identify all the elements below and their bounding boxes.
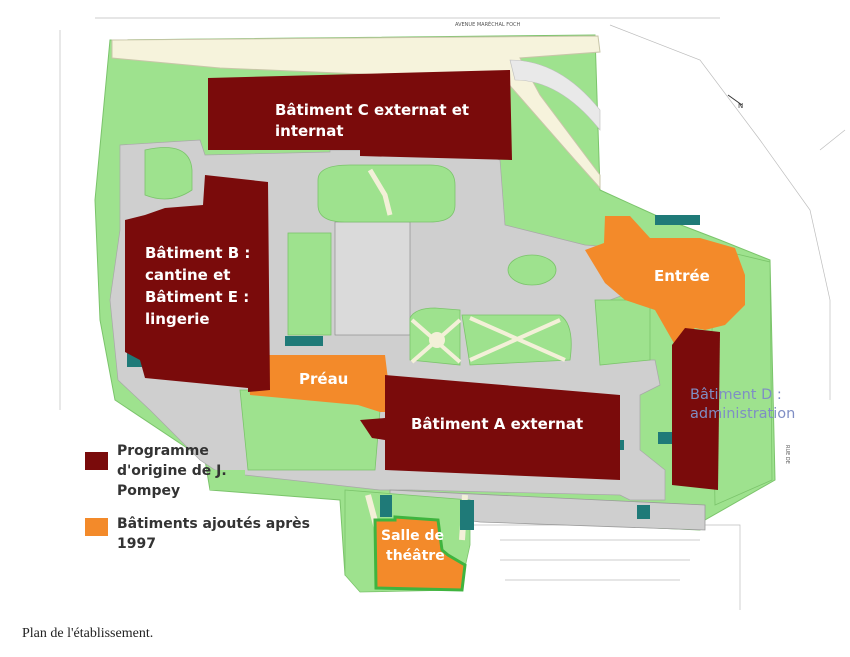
- label-batiment-b-1: Bâtiment B :: [145, 244, 251, 262]
- green-strip-left: [287, 232, 332, 336]
- green-bottom-left2: [210, 470, 245, 490]
- label-preau: Préau: [299, 370, 349, 388]
- building-b: [125, 175, 270, 392]
- label-batiment-e-2: lingerie: [145, 310, 210, 328]
- building-d: [672, 328, 720, 490]
- legend-original-line1: Programme: [117, 443, 209, 459]
- label-batiment-a: Bâtiment A externat: [411, 415, 584, 433]
- figure-caption: Plan de l'établissement.: [22, 626, 154, 641]
- legend-added-line1: Bâtiments ajoutés après: [117, 516, 310, 532]
- building-entree: [585, 216, 745, 345]
- label-salle-theatre-2: théâtre: [386, 548, 445, 564]
- site-plan-map: N AVENUE MARÉCHAL FOCH RUE DE Bâtiment C…: [59, 17, 846, 610]
- green-blob-mid: [507, 254, 557, 286]
- label-salle-theatre-1: Salle de: [381, 528, 445, 544]
- site-plan-drawing: N: [59, 17, 846, 610]
- building-c: [208, 70, 512, 160]
- label-batiment-b-2: cantine et: [145, 266, 231, 284]
- label-batiment-c: Bâtiment C externat et internat: [275, 101, 470, 140]
- green-right-court: [594, 299, 651, 366]
- building-salle-theatre: [373, 515, 467, 592]
- path-diagonal: [367, 168, 393, 216]
- north-arrow-icon: N: [727, 94, 743, 110]
- green-bean-left: [144, 147, 193, 200]
- legend-swatch-added: [85, 518, 108, 536]
- building-a: [360, 375, 620, 480]
- legend-added-line2: 1997: [117, 536, 156, 552]
- top-road-curve: [509, 59, 601, 131]
- label-batiment-e-1: Bâtiment E :: [145, 288, 250, 306]
- label-entree: Entrée: [654, 267, 710, 285]
- central-court: [334, 221, 411, 336]
- svg-text:N: N: [738, 102, 743, 110]
- legend-original-line2: d'origine de J.: [117, 463, 227, 479]
- street-label-right: RUE DE: [784, 445, 790, 464]
- legend-swatch-original: [85, 452, 108, 470]
- building-preau: [248, 355, 392, 412]
- street-label-top: AVENUE MARÉCHAL FOCH: [455, 22, 521, 28]
- label-batiment-d-2: administration: [690, 406, 796, 422]
- legend-original-line3: Pompey: [117, 483, 181, 499]
- label-batiment-d-1: Bâtiment D :: [690, 387, 782, 403]
